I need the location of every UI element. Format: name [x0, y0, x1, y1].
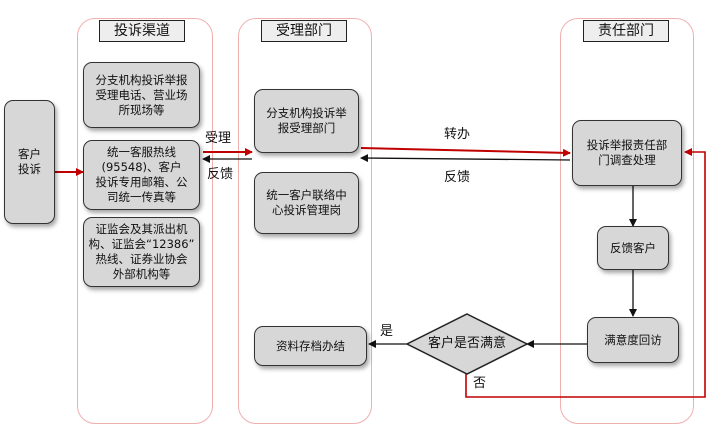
edge-label-transfer: 转办: [444, 127, 471, 142]
responsible-lane-title: 责任部门: [583, 20, 669, 42]
satisfied-decision-label: 客户是否满意: [427, 336, 507, 351]
decision-diamond: [405, 313, 529, 375]
edge-label-feedback-left: 反馈: [207, 167, 234, 182]
satisfaction-visit-node: 满意度回访: [587, 317, 679, 363]
customer-complaint-node: 客户投诉: [4, 100, 55, 224]
central-post-node: 统一客户联络中心投诉管理岗: [254, 172, 359, 234]
channels-lane-title: 投诉渠道: [99, 20, 185, 42]
edge-feedback-right: [360, 154, 571, 163]
edge-label-no: 否: [473, 376, 487, 391]
edge-label-accept: 受理: [205, 131, 232, 146]
edge-no-loop: [465, 148, 706, 398]
archive-node: 资料存档办结: [254, 326, 367, 366]
csrc-channel-node: 证监会及其派出机构、证监会“12386”热线、证券业协会外部机构等: [83, 217, 200, 287]
edge-label-feedback-right: 反馈: [444, 170, 471, 185]
branch-channel-node: 分支机构投诉举报受理电话、营业场所现场等: [83, 62, 200, 128]
hotline-channel-node: 统一客服热线(95548)、客户投诉专用邮箱、公司统一传真等: [83, 140, 200, 210]
edge-transfer: [360, 147, 571, 157]
edge-label-yes: 是: [380, 324, 394, 339]
feedback-customer-node: 反馈客户: [597, 226, 669, 270]
investigate-node: 投诉举报责任部门调查处理: [572, 120, 682, 186]
acceptance-lane-title: 受理部门: [261, 20, 347, 42]
branch-accept-node: 分支机构投诉举报受理部门: [254, 89, 359, 153]
